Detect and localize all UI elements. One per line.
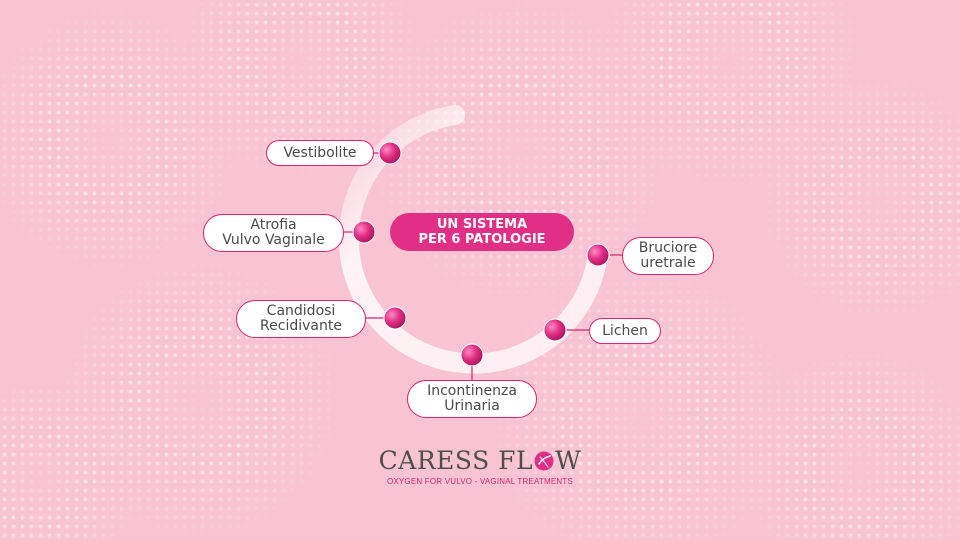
label-atrofia: Atrofia Vulvo Vaginale	[203, 214, 344, 252]
center-title-pill: UN SISTEMA PER 6 PATOLOGIE	[390, 213, 574, 251]
brand-o-icon	[534, 451, 554, 470]
label-lichen-text: Lichen	[602, 322, 648, 339]
node-incontinenza	[460, 343, 484, 367]
label-incontinenza-line2: Urinaria	[444, 398, 500, 414]
label-incontinenza-line1: Incontinenza	[427, 383, 517, 399]
label-vestibolite: Vestibolite	[266, 140, 374, 166]
brand-tagline: OXYGEN FOR VULVO - VAGINAL TREATMENTS	[386, 477, 574, 486]
brand-name-part1: CARESS FL	[378, 446, 534, 475]
node-bruciore	[586, 243, 610, 267]
label-bruciore-line1: Bruciore	[638, 240, 698, 256]
label-lichen: Lichen	[589, 318, 661, 344]
label-vestibolite-text: Vestibolite	[283, 144, 357, 161]
label-candidosi-line1: Candidosi	[266, 303, 336, 319]
label-incontinenza: Incontinenza Urinaria	[407, 380, 537, 418]
label-candidosi: Candidosi Recidivante	[236, 300, 366, 338]
node-candidosi	[383, 306, 407, 330]
brand-name: CARESS FL W	[379, 446, 582, 475]
node-atrofia	[352, 220, 376, 244]
label-bruciore-line2: uretrale	[640, 255, 696, 271]
brand-logo: CARESS FL W OXYGEN FOR VULVO - VAGINAL T…	[0, 446, 960, 486]
center-title-line2: PER 6 PATOLOGIE	[418, 232, 546, 247]
label-atrofia-line2: Vulvo Vaginale	[222, 232, 325, 248]
label-atrofia-line1: Atrofia	[250, 217, 297, 233]
center-title-line1: UN SISTEMA	[436, 217, 528, 232]
node-lichen	[543, 318, 567, 342]
node-vestibolite	[378, 141, 402, 165]
label-candidosi-line2: Recidivante	[260, 318, 342, 334]
brand-name-part2: W	[555, 446, 582, 475]
label-bruciore: Bruciore uretrale	[622, 237, 714, 275]
